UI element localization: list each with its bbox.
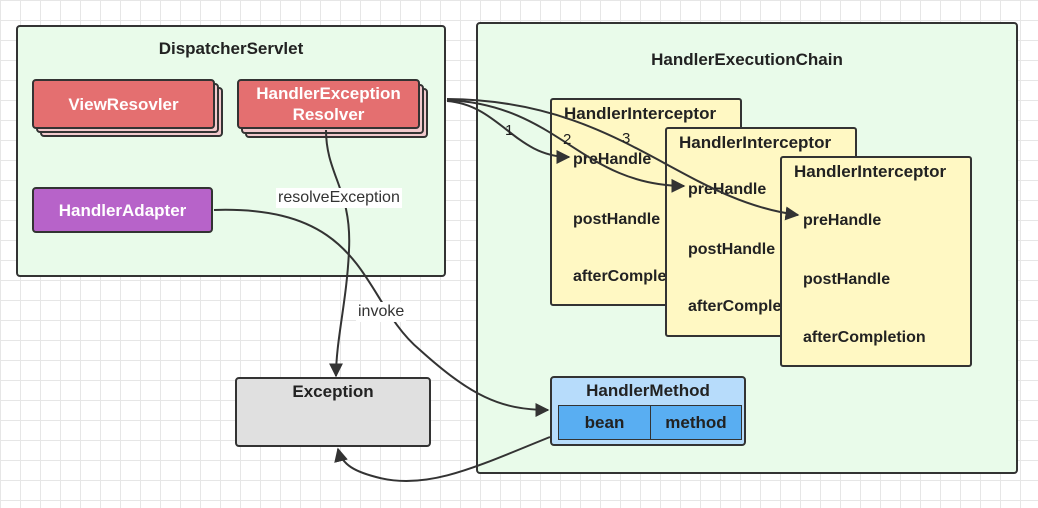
invoke-label: invoke xyxy=(356,302,407,322)
interceptor-1-aftercompletion: afterComple xyxy=(573,268,667,285)
interceptor-3-title: HandlerInterceptor xyxy=(794,162,947,181)
dispatcher-servlet-container: DispatcherServlet xyxy=(16,25,446,277)
interceptor-3-posthandle: postHandle xyxy=(803,271,891,288)
handler-method-bean-cell: bean xyxy=(558,405,651,440)
interceptor-2-aftercompletion: afterComple xyxy=(688,298,782,315)
view-resolver-label: ViewResovler xyxy=(32,79,215,129)
exception-title: Exception xyxy=(292,382,374,401)
step-1-label: 1 xyxy=(505,122,514,139)
step-1-arrow xyxy=(446,100,571,164)
interceptor-1-prehandle: preHandle xyxy=(573,151,652,168)
method-to-exception-arrow xyxy=(334,436,551,482)
invoke-arrow xyxy=(213,208,550,417)
resolve-exception-arrow xyxy=(325,129,351,378)
interceptor-1-posthandle: postHandle xyxy=(573,211,661,228)
exception-resolver-label: HandlerException Resolver xyxy=(237,79,420,129)
exception-node[interactable]: Exception xyxy=(235,377,431,447)
step-2-label: 2 xyxy=(563,131,572,148)
step-3-arrow xyxy=(446,98,800,221)
handler-execution-chain-title: HandlerExecutionChain xyxy=(651,50,843,69)
handler-interceptor-3[interactable]: HandlerInterceptor preHandle postHandle … xyxy=(780,156,972,367)
step-2-arrow xyxy=(446,99,686,193)
handler-adapter-node[interactable]: HandlerAdapter xyxy=(32,187,213,233)
handler-method-node[interactable]: HandlerMethod bean method xyxy=(550,376,746,446)
interceptor-3-aftercompletion: afterCompletion xyxy=(803,329,926,346)
interceptor-3-prehandle: preHandle xyxy=(803,212,882,229)
interceptor-1-title: HandlerInterceptor xyxy=(564,104,717,123)
resolve-exception-label: resolveException xyxy=(276,188,402,208)
interceptor-2-title: HandlerInterceptor xyxy=(679,133,832,152)
handler-method-title: HandlerMethod xyxy=(586,381,710,400)
dispatcher-servlet-title: DispatcherServlet xyxy=(158,39,304,58)
handler-method-method-cell: method xyxy=(650,405,742,440)
interceptor-2-posthandle: postHandle xyxy=(688,241,776,258)
step-3-label: 3 xyxy=(622,130,631,147)
